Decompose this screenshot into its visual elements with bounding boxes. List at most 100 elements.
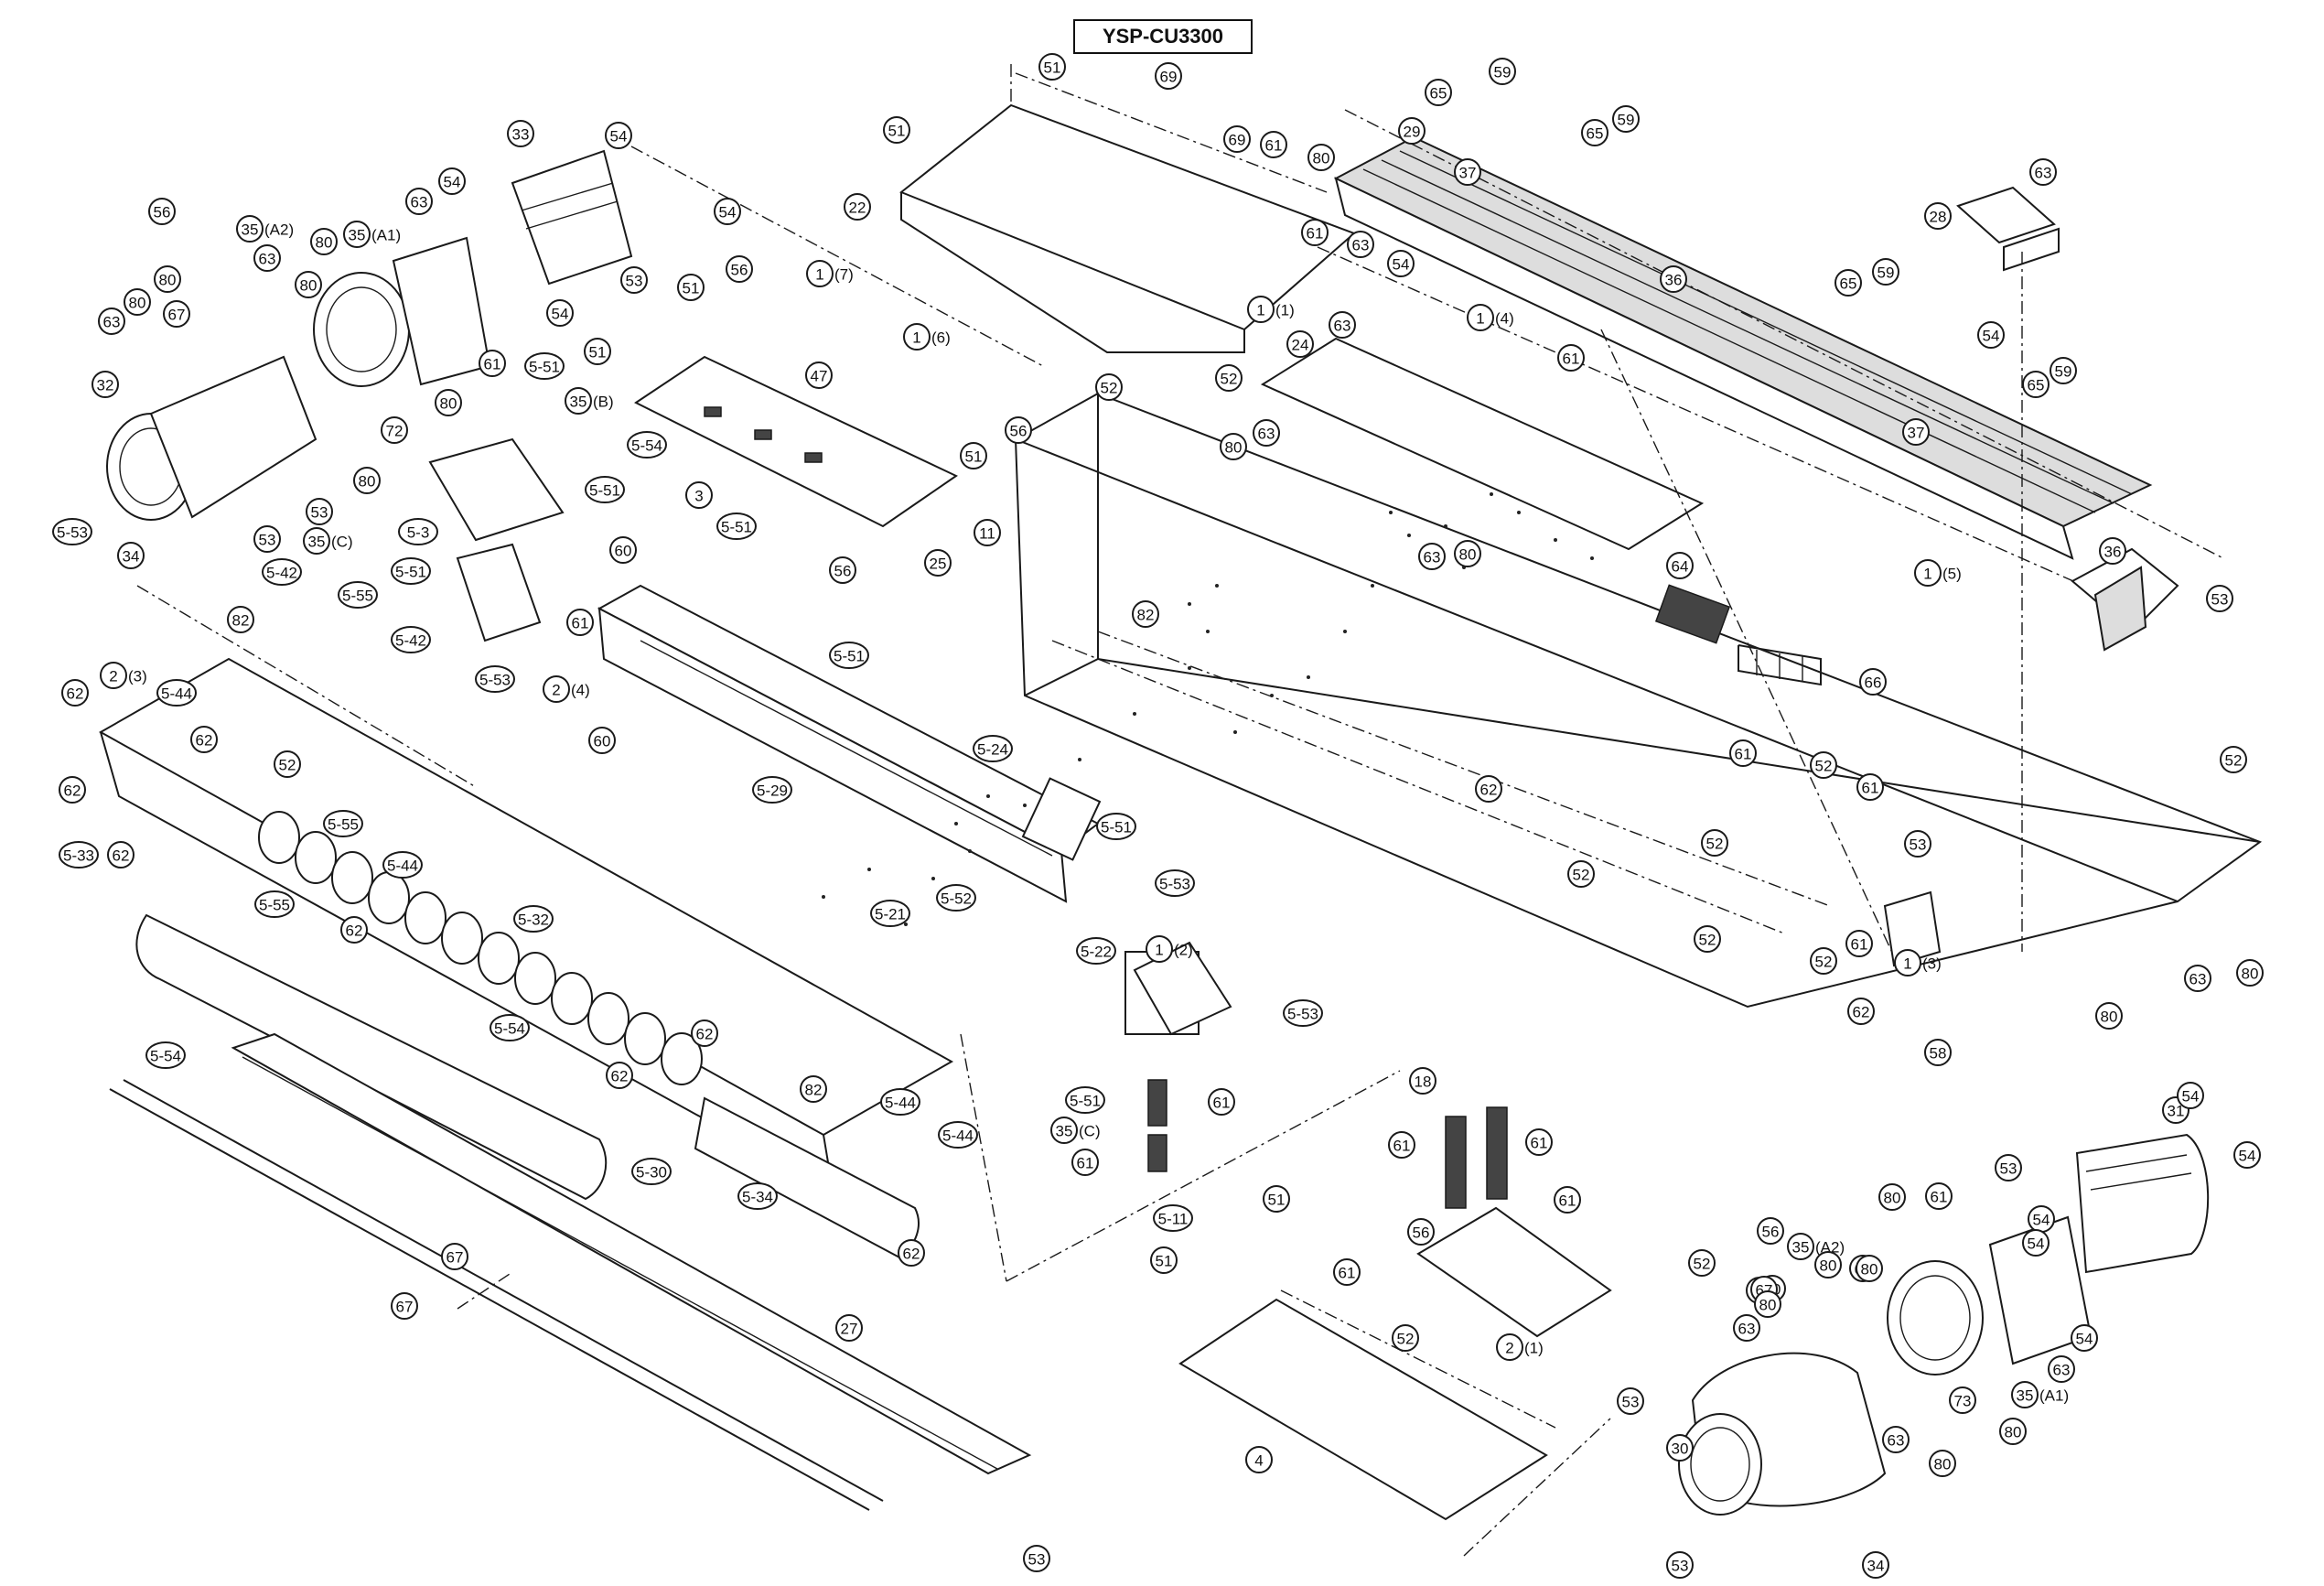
part-callout: 80 [154, 265, 181, 293]
callout-number: 59 [1618, 112, 1635, 129]
callout-number: 56 [1762, 1224, 1780, 1241]
part-callout: 54 [2233, 1141, 2261, 1169]
part-callout: 2(4) [543, 675, 590, 703]
part-callout: 80 [1999, 1418, 2027, 1445]
callout-bubble [154, 265, 181, 293]
callout-number: 60 [615, 543, 632, 560]
part-callout: 82 [1132, 600, 1159, 628]
callout-bubble [1845, 930, 1873, 957]
callout-number: 63 [103, 314, 121, 331]
callout-bubble [1398, 117, 1426, 145]
callout-bubble [960, 442, 987, 469]
callout-bubble [1038, 53, 1066, 81]
callout-number: 51 [1044, 59, 1061, 77]
callout-number: 2 [109, 668, 117, 685]
callout-number: 33 [512, 126, 530, 144]
callout-bubble [627, 431, 667, 459]
callout-number: 51 [1156, 1253, 1173, 1270]
part-callout: 56 [1005, 416, 1032, 444]
callout-number: 56 [731, 262, 748, 279]
callout-bubble [1096, 813, 1136, 840]
callout-bubble [1666, 552, 1694, 579]
callout-bubble [1567, 860, 1595, 888]
callout-bubble [1872, 258, 1899, 286]
part-callout: 35(B) [565, 387, 614, 415]
part-callout: 62 [340, 916, 368, 944]
part-callout: 80 [1856, 1255, 1883, 1282]
callout-number: 80 [1459, 546, 1477, 564]
callout-bubble [1301, 219, 1329, 246]
callout-bubble [156, 679, 197, 707]
part-callout: 5-51 [1065, 1086, 1105, 1114]
callout-number: 61 [1307, 225, 1324, 243]
callout-bubble [1581, 119, 1609, 146]
part-callout: 5-55 [323, 810, 363, 837]
part-callout: 59 [1489, 58, 1516, 85]
callout-bubble [1688, 1249, 1716, 1277]
callout-number: 62 [346, 922, 363, 940]
part-callout: 35(A1) [343, 221, 401, 248]
part-callout: 52 [1095, 373, 1123, 401]
part-callout: 5-29 [752, 776, 792, 804]
callout-bubble [806, 260, 834, 287]
part-callout: 52 [1694, 925, 1721, 953]
callout-number: 67 [396, 1299, 414, 1316]
callout-number: 80 [2005, 1424, 2022, 1441]
callout-bubble [1914, 559, 1942, 587]
callout-bubble [253, 244, 281, 272]
callout-suffix: (1) [1275, 302, 1295, 319]
callout-bubble [829, 642, 869, 669]
callout-number: 1 [1155, 942, 1163, 959]
callout-number: 11 [979, 525, 995, 543]
callout-number: 69 [1229, 132, 1246, 149]
callout-bubble [585, 476, 625, 503]
callout-number: 35 [1792, 1239, 1810, 1257]
callout-bubble [1999, 1418, 2027, 1445]
callout-number: 5-55 [342, 588, 373, 605]
part-callout: 5-54 [490, 1014, 530, 1041]
part-callout: 1(1) [1247, 296, 1295, 323]
callout-bubble [1489, 58, 1516, 85]
callout-number: 35 [242, 221, 259, 239]
part-callout: 80 [435, 389, 462, 416]
callout-number: 53 [1910, 836, 1927, 854]
callout-number: 62 [696, 1026, 714, 1043]
callout-bubble [1847, 998, 1875, 1025]
callout-number: 52 [1815, 758, 1833, 775]
callout-number: 5-44 [161, 685, 192, 703]
part-callout: 61 [1729, 739, 1757, 767]
callout-number: 5-42 [266, 565, 297, 582]
callout-number: 80 [1313, 150, 1330, 167]
part-callout: 52 [1701, 829, 1728, 857]
part-callout: 67 [163, 300, 190, 328]
callout-bubble [1208, 1088, 1235, 1116]
part-callout: 52 [2220, 746, 2247, 773]
callout-bubble [1329, 311, 1356, 339]
callout-number: 80 [359, 473, 376, 491]
callout-bubble [398, 518, 438, 545]
callout-bubble [475, 665, 515, 693]
part-callout: 18 [1409, 1067, 1436, 1095]
callout-number: 52 [1573, 867, 1590, 884]
callout-number: 61 [1213, 1095, 1231, 1112]
part-callout: 63 [253, 244, 281, 272]
callout-number: 61 [1931, 1189, 1948, 1206]
callout-bubble [343, 221, 371, 248]
callout-number: 51 [589, 344, 607, 361]
callout-suffix: (B) [593, 394, 614, 411]
callout-bubble [479, 350, 506, 377]
part-callout: 67 [441, 1243, 468, 1270]
part-callout: 33 [507, 120, 534, 147]
callout-bubble [1454, 540, 1481, 567]
callout-number: 61 [1393, 1138, 1411, 1155]
callout-number: 63 [2053, 1362, 2071, 1379]
callout-number: 54 [610, 128, 628, 146]
part-callout: 80 [310, 228, 338, 255]
callout-number: 54 [2028, 1235, 2045, 1253]
callout-number: 80 [1225, 439, 1243, 457]
callout-number: 54 [444, 174, 461, 191]
part-callout: 56 [1407, 1218, 1435, 1246]
part-callout: 1(5) [1914, 559, 1962, 587]
part-callout: 69 [1155, 62, 1182, 90]
callout-bubble [737, 1182, 778, 1210]
